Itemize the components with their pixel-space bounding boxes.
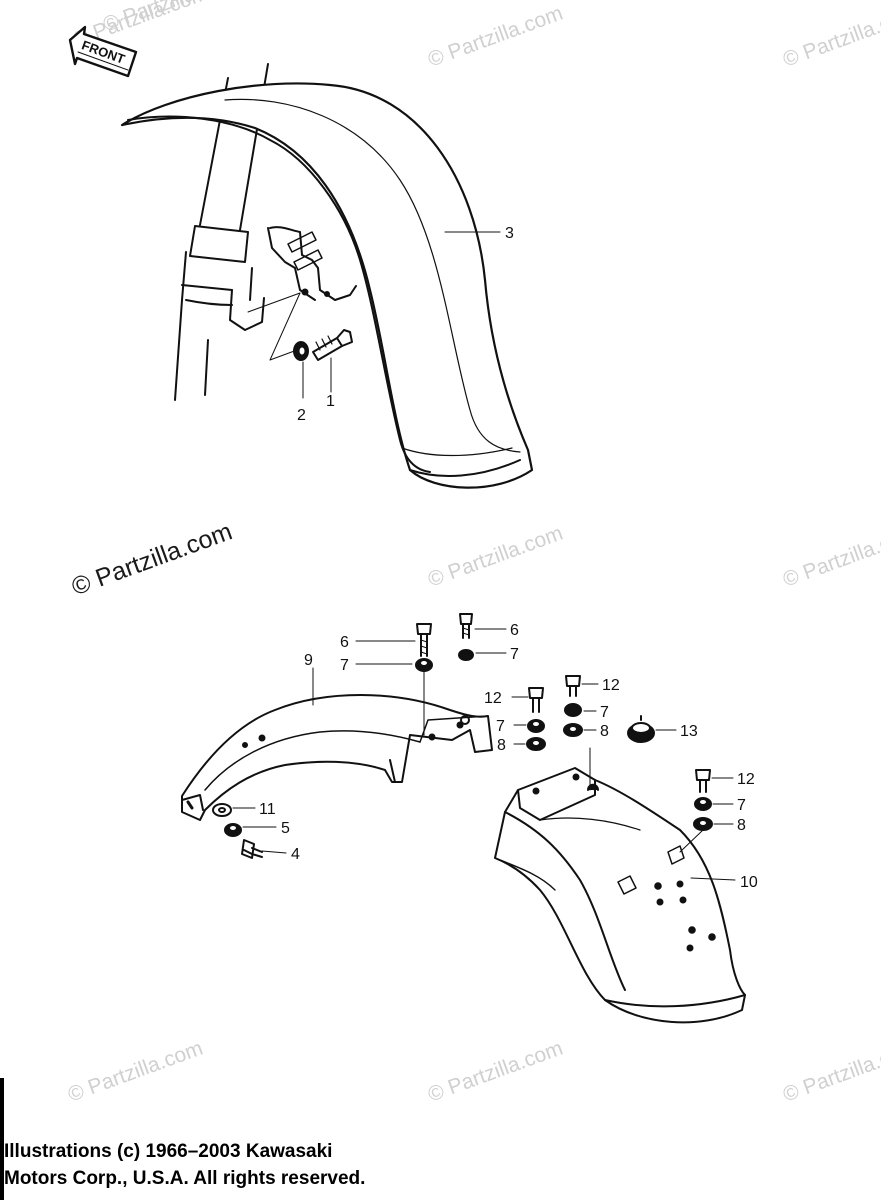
callout-5: 5	[281, 820, 290, 837]
copyright-line-2: Motors Corp., U.S.A. All rights reserved…	[4, 1168, 366, 1189]
callout-4: 4	[291, 846, 300, 863]
callout-7: 7	[340, 657, 349, 674]
leader-lines	[232, 628, 736, 881]
front-fender	[120, 82, 534, 489]
bolt-icon	[528, 687, 544, 713]
callout-12: 12	[602, 677, 620, 694]
bolt-icon	[241, 839, 263, 859]
callout-7: 7	[496, 718, 505, 735]
copyright-line-1: Illustrations (c) 1966–2003 Kawasaki	[4, 1141, 333, 1162]
callout-6: 6	[510, 622, 519, 639]
callout-12: 12	[737, 771, 755, 788]
nut-icon	[564, 703, 582, 717]
callout-9: 9	[304, 652, 313, 669]
callout-11: 11	[259, 801, 276, 818]
grommet-icon	[627, 715, 655, 743]
bolt-icon	[416, 623, 432, 657]
rear-fender-rear-section	[494, 767, 746, 1024]
front-arrow-icon	[68, 25, 138, 78]
callout-8: 8	[600, 723, 609, 740]
callout-12: 12	[484, 690, 502, 707]
callout-7: 7	[600, 704, 609, 721]
hardware	[212, 613, 713, 859]
callout-8: 8	[497, 737, 506, 754]
callout-2: 2	[297, 407, 306, 424]
callout-8: 8	[737, 817, 746, 834]
callout-10: 10	[740, 874, 758, 891]
callout-7: 7	[510, 646, 519, 663]
callout-6: 6	[340, 634, 349, 651]
bolt-icon	[695, 769, 711, 793]
bolt-icon	[312, 329, 353, 361]
page-edge-bar	[0, 1078, 4, 1200]
callout-1: 1	[326, 393, 335, 410]
callout-3: 3	[505, 225, 514, 242]
callout-13: 13	[680, 723, 698, 740]
callout-numbers: 1 2 3 4 5 6 6 7 7 7 7 7 8 8 8 9 10 11 12…	[259, 225, 758, 891]
washer-icon	[212, 803, 232, 817]
bolt-icon	[565, 675, 581, 697]
rear-fender-front-section	[181, 694, 493, 821]
bolt-icon	[459, 613, 473, 639]
nut-icon	[458, 649, 474, 661]
washer-icon	[293, 341, 309, 361]
copyright-notice: Illustrations (c) 1966–2003 Kawasaki Mot…	[4, 1138, 365, 1192]
callout-7: 7	[737, 797, 746, 814]
